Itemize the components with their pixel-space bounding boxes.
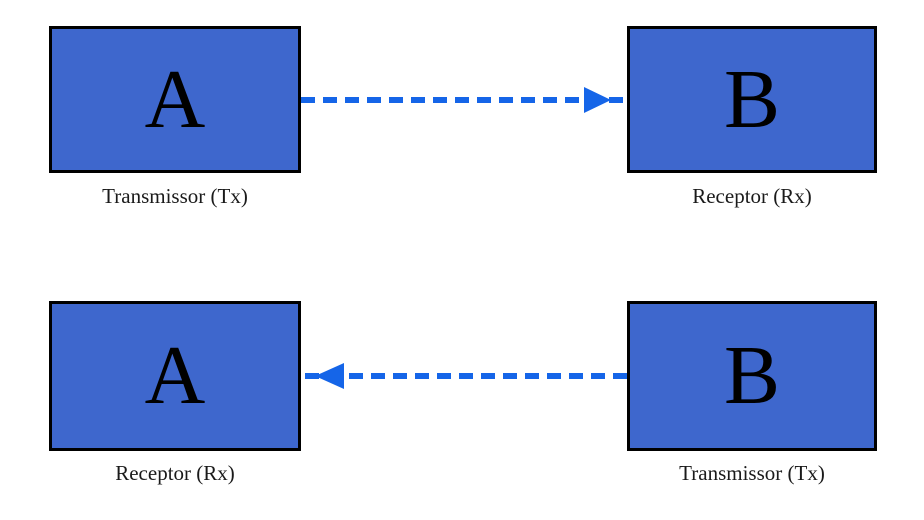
node-caption-a-bottom: Receptor (Rx) (115, 461, 235, 485)
connector-a-to-b[interactable] (299, 82, 629, 118)
node-letter: A (144, 329, 206, 422)
node-caption-a-top: Transmissor (Tx) (102, 184, 248, 208)
node-b-top[interactable]: B (627, 26, 877, 173)
node-caption-b-bottom: Transmissor (Tx) (679, 461, 825, 485)
node-letter: B (723, 52, 781, 146)
node-letter: A (144, 52, 206, 146)
node-letter: B (723, 329, 781, 422)
node-a-top[interactable]: A (49, 26, 301, 173)
arrowhead-right-icon (584, 87, 611, 113)
node-caption-b-top: Receptor (Rx) (692, 184, 812, 208)
arrowhead-left-icon (315, 363, 344, 389)
connector-b-to-a[interactable] (299, 358, 629, 394)
node-a-bottom[interactable]: A (49, 301, 301, 451)
node-b-bottom[interactable]: B (627, 301, 877, 451)
